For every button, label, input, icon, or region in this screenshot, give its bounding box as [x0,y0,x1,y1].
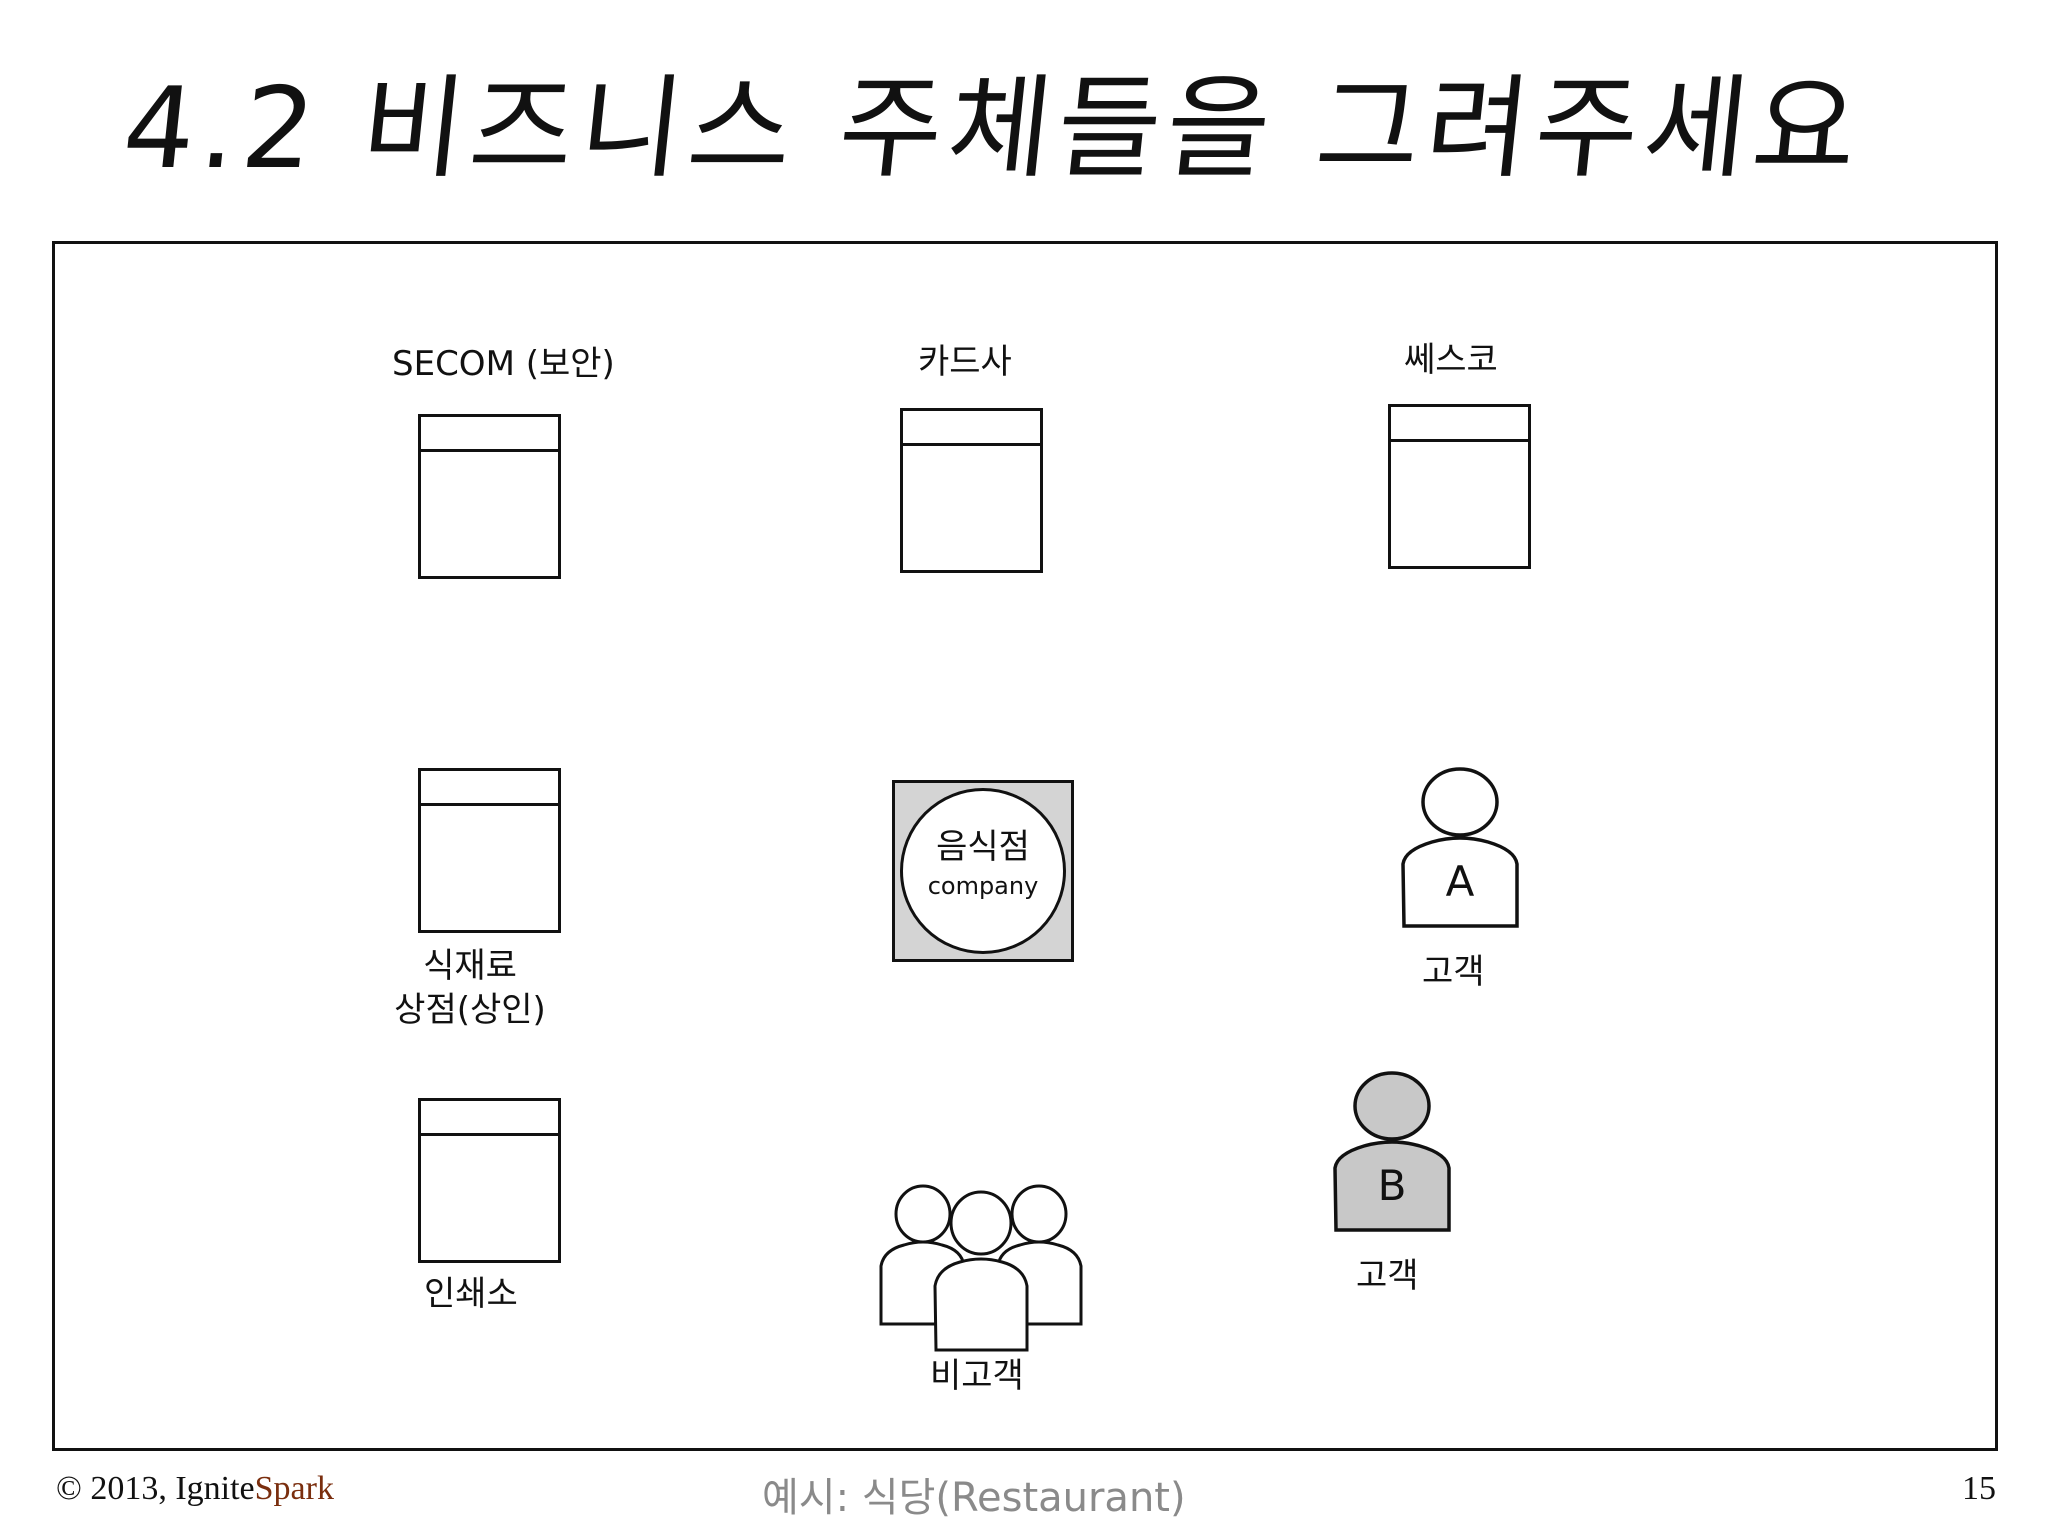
customer-b-label: 고객 [1356,1256,1419,1296]
footer-copyright: © 2013, IgniteSpark [56,1470,334,1508]
food-supplier-entity-box [418,768,561,933]
customer-a-person-icon: A [1401,767,1519,928]
diagram-frame [52,241,1998,1451]
card-company-entity-box [900,408,1043,573]
print-shop-label: 인쇄소 [424,1274,518,1314]
secom-label: SECOM (보안) [392,344,615,384]
slide-title: 4.2 비즈니스 주체들을 그려주세요 [117,64,1870,194]
customer-b-letter: B [1378,1161,1407,1210]
brand-accent-text: Spark [254,1470,334,1507]
customer-b-person-icon: B [1333,1071,1451,1232]
secom-entity-box [418,414,561,579]
customer-a-letter: A [1446,857,1475,906]
non-customers-group-icon [879,1184,1083,1352]
customer-a-label: 고객 [1422,952,1485,992]
food-supplier-label-line1: 식재료 [423,946,517,986]
company-name: 음식점 [936,827,1030,867]
sesco-entity-box [1388,404,1531,569]
card-company-label: 카드사 [918,342,1012,382]
print-shop-entity-box [418,1098,561,1263]
company-circle: 음식점 company [900,788,1066,954]
non-customers-label: 비고객 [930,1356,1024,1396]
sesco-label: 쎄스코 [1404,340,1498,380]
company-type: company [927,871,1039,900]
copyright-text: © 2013, Ignite [56,1470,255,1507]
page-number: 15 [1962,1470,1996,1507]
food-supplier-label-line2: 상점(상인) [394,990,546,1030]
company-node: 음식점 company [892,780,1074,962]
footer-example: 예시: 식당(Restaurant) [762,1475,1186,1521]
